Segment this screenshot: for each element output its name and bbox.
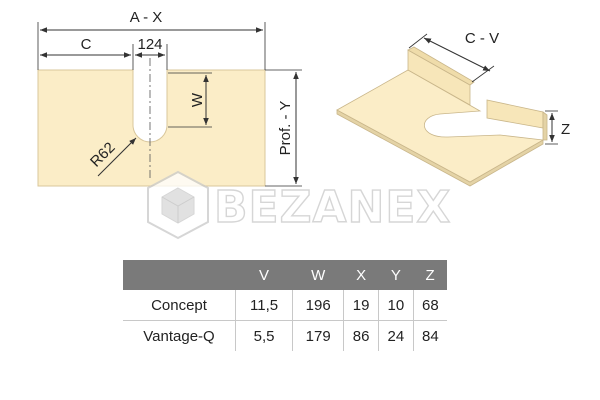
cell-y: 10 — [378, 290, 414, 321]
radius-leader — [97, 137, 137, 177]
row-name: Concept — [123, 290, 236, 321]
cell-z: 68 — [413, 290, 447, 321]
header-v: V — [235, 260, 293, 290]
row-name: Vantage-Q — [123, 320, 236, 351]
cell-y: 24 — [378, 320, 414, 351]
header-w: W — [292, 260, 344, 290]
cell-w: 196 — [292, 290, 345, 321]
header-z: Z — [413, 260, 447, 290]
label-prof-y: Prof. - Y — [277, 101, 294, 156]
table-row: Vantage-Q 5,5 179 86 24 84 — [123, 320, 447, 351]
cell-z: 84 — [422, 327, 439, 345]
label-c-v: C - V — [465, 30, 499, 47]
dimension-c-v — [423, 37, 491, 72]
cell-x: 19 — [343, 290, 379, 321]
cube-logo-icon — [147, 170, 209, 240]
header-blank — [123, 260, 236, 290]
table-header-row: V W X Y Z — [123, 260, 447, 290]
right-lip-side — [542, 111, 548, 141]
cell-v: 5,5 — [235, 320, 294, 351]
cell-w: 179 — [292, 320, 345, 351]
header-y: Y — [378, 260, 414, 290]
label-z: Z — [561, 121, 570, 138]
header-x: X — [343, 260, 379, 290]
label-c: C — [81, 36, 92, 53]
plate-top — [336, 69, 545, 183]
cell-v: 11,5 — [235, 290, 294, 321]
watermark: BEZANEX — [147, 170, 451, 240]
top-view: A - X C 124 W Prof. - Y R62 — [37, 9, 302, 187]
isometric-view: C - V Z — [336, 30, 570, 187]
table-row: Concept 11,5 196 19 10 68 — [123, 290, 447, 321]
cell-x: 86 — [343, 320, 379, 351]
watermark-text: BEZANEX — [214, 182, 451, 233]
spec-table: V W X Y Z Concept 11,5 196 19 10 68 Vant… — [123, 260, 447, 351]
label-a-x: A - X — [130, 9, 163, 26]
label-slot-width: 124 — [137, 36, 162, 53]
label-w: W — [189, 92, 206, 107]
right-lip-face — [486, 99, 544, 129]
panel-top-view — [37, 69, 266, 187]
